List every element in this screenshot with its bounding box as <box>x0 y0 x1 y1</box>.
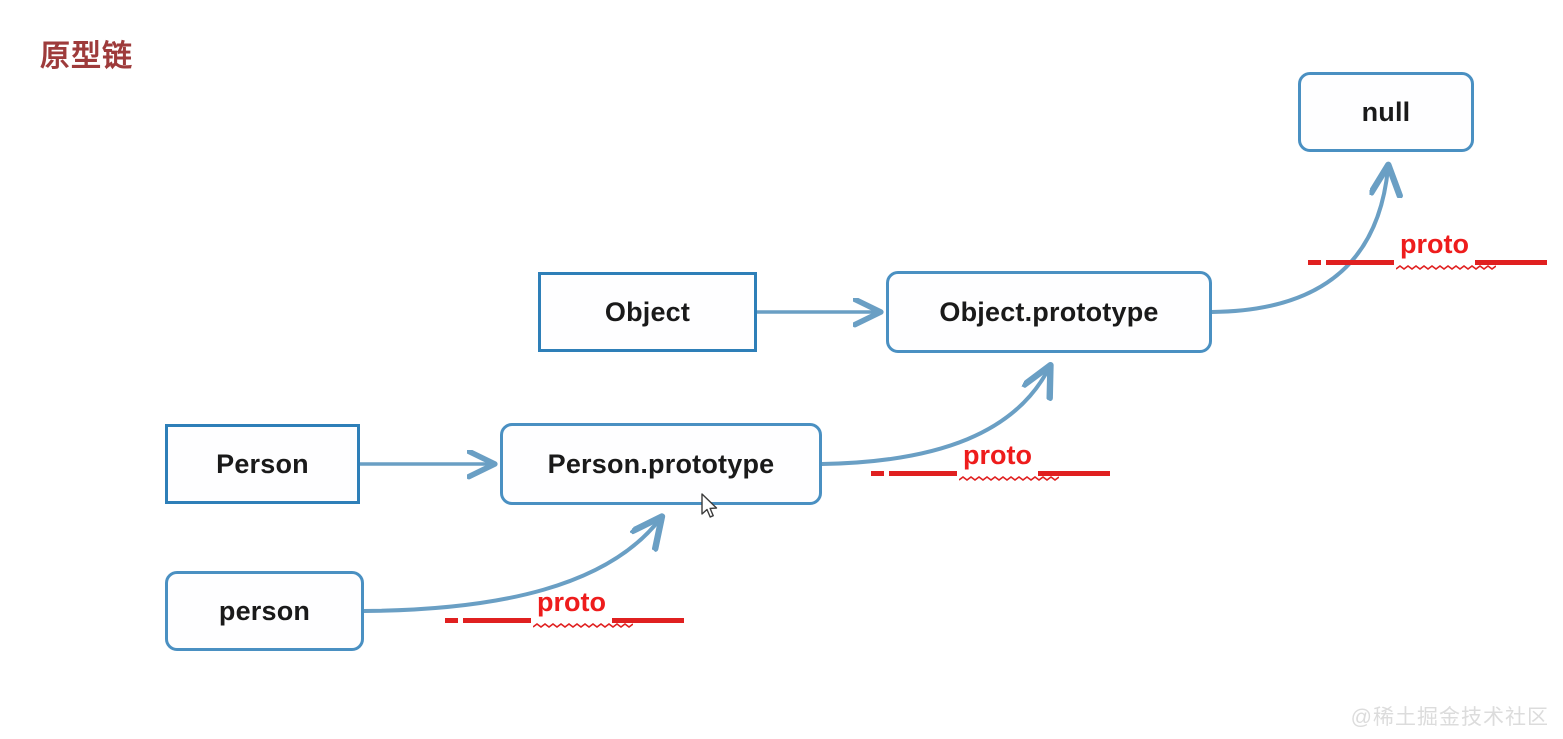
edge-person-instance-to-person-prototype <box>362 519 660 613</box>
node-object-prototype-label: Object.prototype <box>939 296 1159 327</box>
proto-dash-left <box>1308 260 1394 265</box>
proto-label-bottom: proto <box>445 587 684 628</box>
proto-dash-right <box>1474 260 1547 265</box>
spellcheck-squiggle-icon <box>1396 265 1496 270</box>
proto-dash-left <box>871 471 957 476</box>
node-person-prototype[interactable]: Person.prototype <box>500 423 822 505</box>
spellcheck-squiggle-icon <box>533 623 633 628</box>
node-person-instance-label: person <box>218 595 311 626</box>
node-person[interactable]: Person <box>165 424 360 504</box>
node-object[interactable]: Object <box>538 272 757 352</box>
node-person-label: Person <box>216 448 309 479</box>
node-object-prototype[interactable]: Object.prototype <box>886 271 1212 353</box>
page-title: 原型链 <box>40 40 133 73</box>
proto-label-bottom-text: proto <box>537 587 606 617</box>
spellcheck-squiggle-icon <box>959 476 1059 481</box>
proto-dash-right <box>611 618 684 623</box>
node-person-instance[interactable]: person <box>165 571 364 651</box>
proto-label-middle-text: proto <box>963 440 1032 470</box>
proto-label-middle: proto <box>871 440 1110 481</box>
proto-label-top-text: proto <box>1400 229 1469 259</box>
edge-object-prototype-to-null <box>1210 168 1388 314</box>
node-person-prototype-label: Person.prototype <box>547 448 775 479</box>
proto-label-top: proto <box>1308 229 1547 270</box>
proto-dash-right <box>1037 471 1110 476</box>
node-null-label: null <box>1361 96 1411 127</box>
watermark: @稀土掘金技术社区 <box>1350 706 1549 729</box>
mouse-cursor-icon <box>701 493 718 518</box>
proto-dash-left <box>445 618 531 623</box>
node-null[interactable]: null <box>1298 72 1474 152</box>
node-object-label: Object <box>604 296 691 327</box>
